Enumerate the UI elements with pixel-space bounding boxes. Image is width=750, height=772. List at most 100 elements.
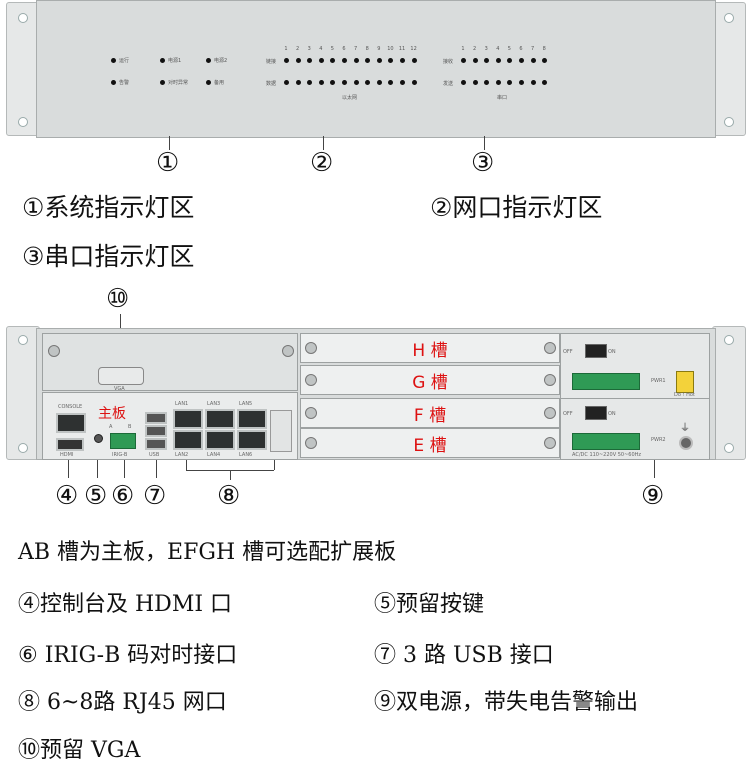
- off-label: OFF: [563, 411, 573, 417]
- irigb-terminal[interactable]: [110, 433, 136, 449]
- power-terminal-2[interactable]: [572, 433, 640, 450]
- left-rack-ear: [6, 2, 40, 136]
- port-number: 3: [484, 46, 488, 52]
- led-power2: [206, 58, 211, 63]
- led-rx: [507, 58, 513, 63]
- power-terminal-1[interactable]: [572, 373, 640, 390]
- led-data: [295, 80, 301, 85]
- port-number: 1: [284, 46, 288, 52]
- slot-label: E 槽: [413, 436, 447, 456]
- led-link: [284, 58, 289, 63]
- lan-port[interactable]: [173, 409, 203, 429]
- on-label: ON: [608, 349, 616, 355]
- led-rx: [461, 58, 466, 63]
- led-run: [111, 58, 116, 63]
- led-link: [295, 58, 301, 63]
- led-data: [330, 80, 336, 85]
- callout-line: [186, 460, 187, 470]
- led-rx: [484, 58, 490, 63]
- slot-label: G 槽: [412, 373, 448, 393]
- callout-9: ⑨: [641, 481, 665, 511]
- led-data: [284, 80, 289, 85]
- irigb-label: IRIG-B: [112, 452, 128, 458]
- expansion-slot: H 槽: [300, 333, 560, 363]
- led-data: [307, 80, 313, 85]
- callout-6: ⑥: [111, 481, 135, 511]
- lan-port[interactable]: [205, 430, 235, 450]
- port-number: 7: [354, 46, 358, 52]
- callout-7: ⑦: [143, 481, 167, 511]
- port-number: 2: [473, 46, 477, 52]
- usb-port-1[interactable]: [145, 412, 167, 424]
- lan-port[interactable]: [237, 409, 267, 429]
- led-data: [388, 80, 394, 85]
- callout-line: [484, 136, 485, 150]
- callout-3: ③: [471, 148, 495, 178]
- lan-port[interactable]: [205, 409, 235, 429]
- rack-hole: [724, 335, 734, 345]
- callout-line: [156, 460, 157, 478]
- lan-label: LAN5: [239, 401, 253, 407]
- hdmi-port[interactable]: [56, 438, 84, 451]
- port-number: 3: [307, 46, 311, 52]
- led-data: [376, 80, 382, 85]
- port-number: 10: [387, 46, 394, 52]
- caption-system-led: ①系统指示灯区: [22, 193, 195, 222]
- led-tx: [461, 80, 466, 85]
- rack-hole: [18, 443, 28, 453]
- port-number: 1: [461, 46, 465, 52]
- power-switch-1[interactable]: [585, 344, 607, 358]
- lan-port[interactable]: [173, 430, 203, 450]
- expansion-slot: F 槽: [300, 398, 560, 428]
- led-tx: [519, 80, 524, 85]
- slot-label: H 槽: [412, 341, 448, 361]
- pwr2-label: PWR2: [651, 437, 666, 443]
- warning-label: Do ! Hot: [674, 392, 695, 398]
- led-link: [376, 58, 382, 63]
- desc-4: ④控制台及 HDMI 口: [18, 592, 233, 617]
- lan-label: LAN4: [207, 452, 221, 458]
- row-label: 链接: [266, 59, 277, 65]
- led-tx: [495, 80, 501, 85]
- usb-port-2[interactable]: [145, 425, 167, 437]
- screw: [544, 407, 556, 419]
- irigb-b-label: B: [128, 424, 132, 430]
- led-rx: [542, 58, 548, 63]
- led-link: [388, 58, 394, 63]
- screw: [305, 342, 317, 354]
- main-board-label: 主板: [98, 406, 126, 422]
- port-number: 4: [319, 46, 323, 52]
- led-data: [318, 80, 324, 85]
- callout-line: [124, 460, 125, 478]
- rack-hole: [724, 443, 734, 453]
- led-label: 备用: [214, 80, 225, 86]
- ethernet-label: 以太网: [342, 95, 358, 101]
- desc-8: ⑧ 6~8路 RJ45 网口: [18, 690, 227, 715]
- screw: [544, 374, 556, 386]
- led-rx: [530, 58, 536, 63]
- vga-port[interactable]: [98, 367, 144, 385]
- led-data: [353, 80, 359, 85]
- power-switch-2[interactable]: [585, 406, 607, 420]
- lan-port[interactable]: [237, 430, 267, 450]
- console-port[interactable]: [56, 413, 86, 433]
- led-link: [318, 58, 324, 63]
- led-spare: [206, 80, 211, 85]
- blank-port-cover: [270, 410, 292, 452]
- usb-port-3[interactable]: [145, 438, 167, 450]
- ground-terminal: [679, 436, 693, 450]
- row-label: 数据: [266, 81, 277, 87]
- led-label: 对时异常: [168, 80, 189, 86]
- reserved-button[interactable]: [94, 434, 103, 443]
- row-label: 接收: [443, 59, 454, 65]
- serial-label: 串口: [497, 95, 508, 101]
- left-rack-ear: [6, 326, 40, 460]
- led-link: [307, 58, 313, 63]
- led-rx: [495, 58, 501, 63]
- expansion-slot: G 槽: [300, 365, 560, 395]
- led-tx: [507, 80, 513, 85]
- port-number: 6: [342, 46, 346, 52]
- on-label: ON: [608, 411, 616, 417]
- port-number: 2: [296, 46, 300, 52]
- port-number: 9: [377, 46, 381, 52]
